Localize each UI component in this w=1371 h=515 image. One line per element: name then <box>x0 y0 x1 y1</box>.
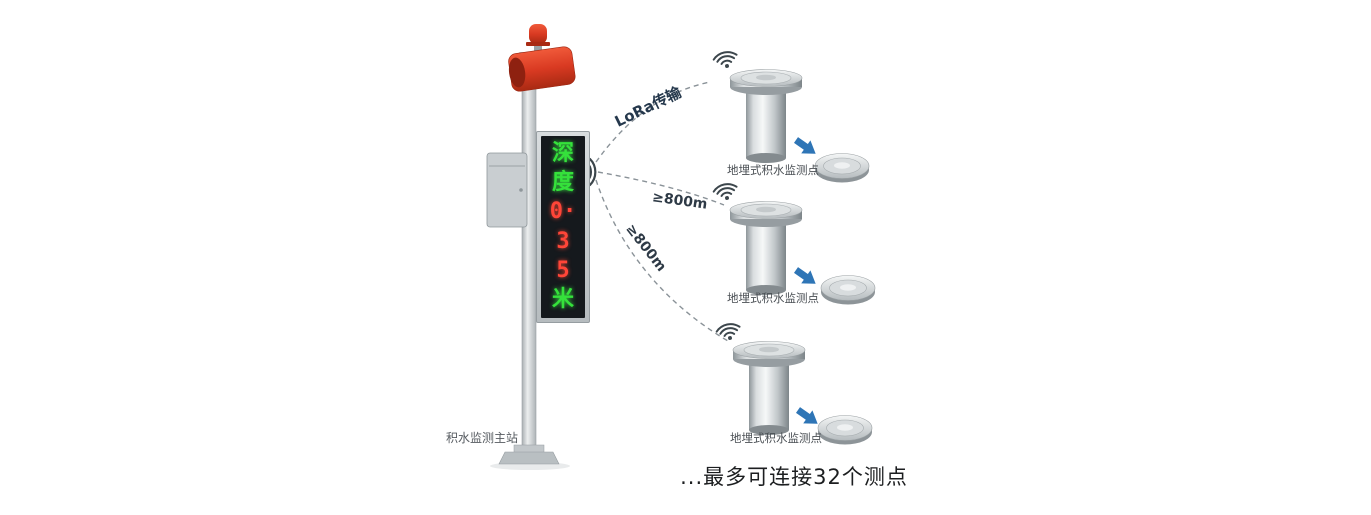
beacon-light-icon <box>526 24 550 54</box>
led-char: 度 <box>551 170 574 196</box>
link-line-3 <box>595 179 729 342</box>
led-screen: 深 度 0· 3 5 米 <box>541 136 585 318</box>
main-station-label: 积水监测主站 <box>446 431 519 445</box>
wifi-icon <box>711 49 740 72</box>
pole <box>521 55 537 455</box>
sensor-label-2: 地埋式积水监测点 <box>727 291 819 305</box>
alarm-horn-icon <box>508 46 576 92</box>
buried-sensor-cylinder <box>732 341 806 436</box>
installed-sensor-disc <box>820 275 876 305</box>
led-char: 5 <box>556 257 570 283</box>
base-plate <box>498 451 560 465</box>
sensor-3 <box>714 321 873 445</box>
led-display-panel: 深 度 0· 3 5 米 <box>536 131 590 323</box>
main-station <box>486 24 597 470</box>
control-box <box>486 152 528 228</box>
wifi-icon <box>714 321 743 344</box>
led-char: 米 <box>551 286 574 312</box>
wifi-icon <box>711 181 740 204</box>
link-line-1 <box>595 81 711 163</box>
buried-sensor-cylinder <box>729 69 803 164</box>
link-line-2 <box>597 171 725 206</box>
sensor-2 <box>711 181 876 305</box>
led-char: 0· <box>549 199 577 225</box>
footer-note: ...最多可连接32个测点 <box>680 465 908 489</box>
buried-sensor-cylinder <box>729 201 803 296</box>
installed-sensor-disc <box>817 415 873 445</box>
arrow-icon <box>791 133 821 161</box>
sensor-label-3: 地埋式积水监测点 <box>730 431 822 445</box>
sensor-label-1: 地埋式积水监测点 <box>727 163 819 177</box>
installed-sensor-disc <box>814 153 870 183</box>
led-char: 3 <box>556 228 570 254</box>
lora-links <box>595 81 729 342</box>
arrow-icon <box>791 263 821 291</box>
led-char: 深 <box>551 141 574 167</box>
